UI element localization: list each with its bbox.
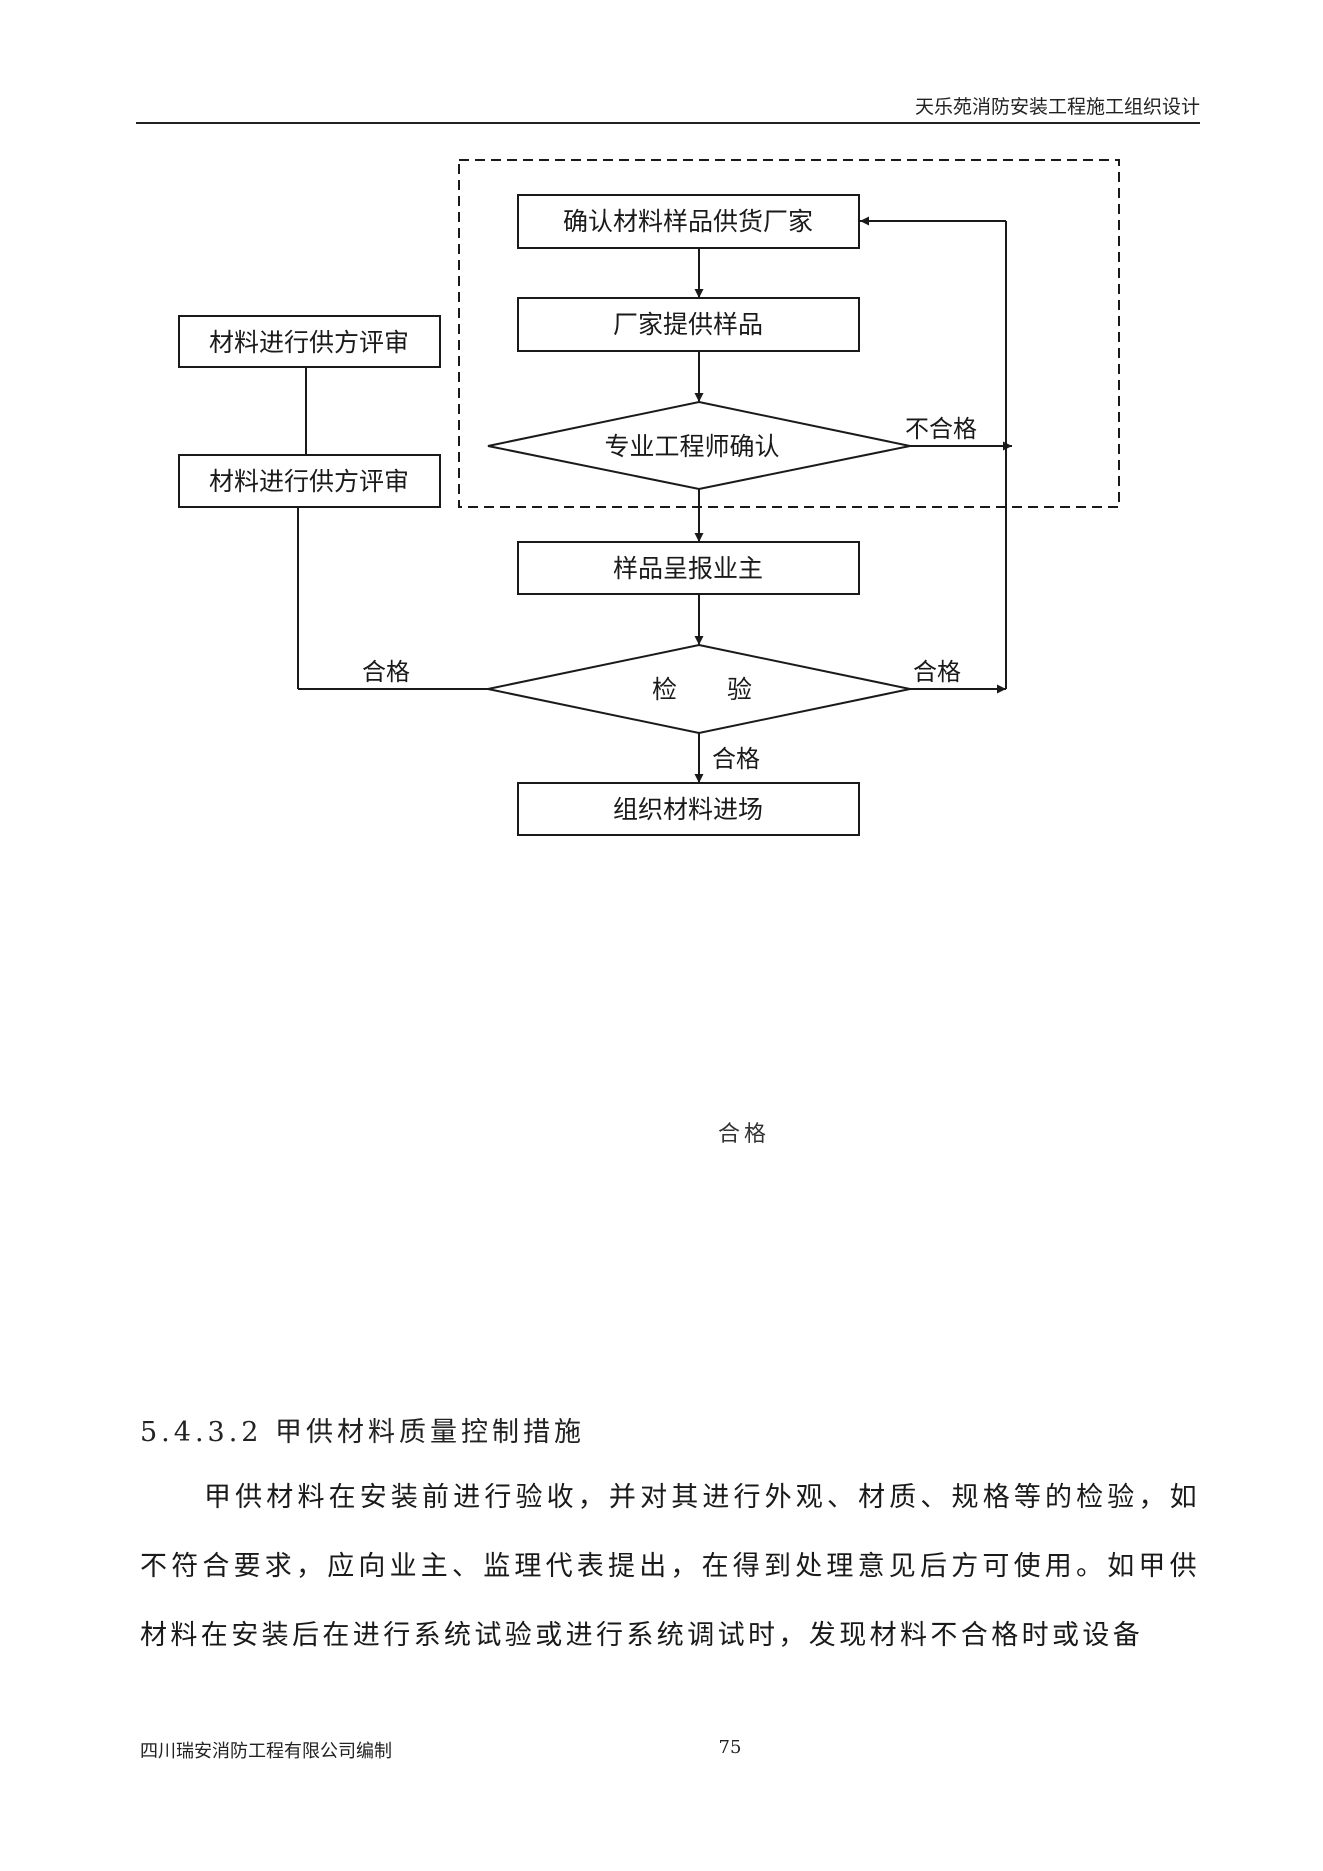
node-confirm-supplier: 确认材料样品供货厂家 <box>563 207 813 236</box>
node-inspection: 检 验 <box>652 675 752 704</box>
node-supplier-sample: 厂家提供样品 <box>613 310 763 339</box>
node-review-1: 材料进行供方评审 <box>209 328 409 357</box>
node-box-supplier-sample <box>517 297 860 352</box>
edge-label-pass-down: 合格 <box>712 745 760 773</box>
body-paragraph: 甲供材料在安装前进行验收，并对其进行外观、材质、规格等的检验，如不符合要求，应向… <box>140 1482 1200 1651</box>
section-heading: 5.4.3.2 甲供材料质量控制措施 <box>140 1417 586 1448</box>
flowchart-boxes <box>178 194 911 836</box>
node-box-review-1 <box>178 315 441 368</box>
header-rule <box>136 122 1200 124</box>
node-review-2: 材料进行供方评审 <box>209 467 409 496</box>
node-engineer-confirm: 专业工程师确认 <box>604 432 779 461</box>
page-number: 75 <box>718 1737 742 1758</box>
node-diamond-engineer-confirm <box>487 400 911 491</box>
edge-label-fail: 不合格 <box>905 415 977 443</box>
edge-label-pass-left: 合格 <box>362 658 410 686</box>
stray-pass-label: 合格 <box>718 1122 771 1147</box>
node-materials-entry: 组织材料进场 <box>613 795 763 824</box>
body-paragraph-container: 甲供材料在安装前进行验收，并对其进行外观、材质、规格等的检验，如不符合要求，应向… <box>140 1463 1200 1670</box>
dashed-sample-confirmation-group <box>458 159 1120 508</box>
node-box-confirm-supplier <box>517 194 860 249</box>
node-box-review-2 <box>178 454 441 508</box>
node-diamond-inspection <box>487 643 911 735</box>
node-box-materials-entry <box>517 782 860 836</box>
footer-company: 四川瑞安消防工程有限公司编制 <box>140 1741 392 1762</box>
flowchart-connectors <box>297 216 1012 783</box>
material-control-flowchart: 确认材料样品供货厂家 厂家提供样品 专业工程师确认 样品呈报业主 检 验 组织材… <box>178 159 1120 836</box>
running-header-title: 天乐苑消防安装工程施工组织设计 <box>914 96 1200 118</box>
node-box-submit-owner <box>517 541 860 595</box>
edge-label-pass-right: 合格 <box>913 658 961 686</box>
node-submit-owner: 样品呈报业主 <box>613 554 763 583</box>
